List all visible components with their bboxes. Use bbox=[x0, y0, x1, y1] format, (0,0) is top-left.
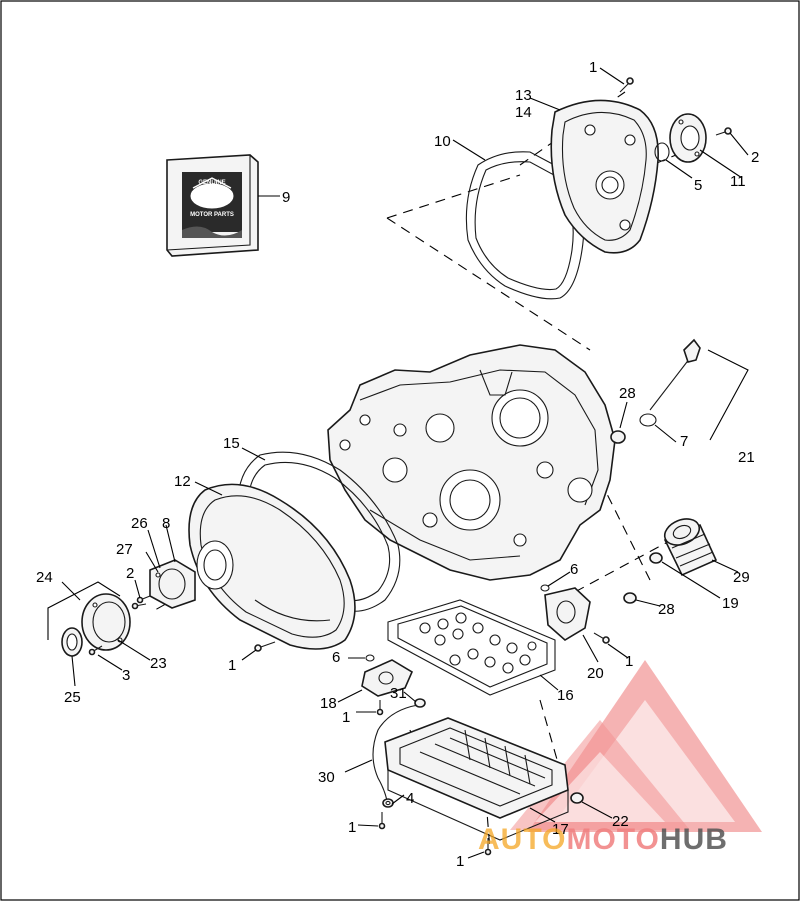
callout-31: 31 bbox=[390, 685, 407, 702]
drain-plug-22 bbox=[570, 792, 584, 804]
inspection-cover-27 bbox=[149, 559, 196, 609]
callout-7: 7 bbox=[680, 433, 688, 450]
callout-1-top: 1 bbox=[589, 59, 597, 76]
callout-21: 21 bbox=[738, 449, 755, 466]
callout-24: 24 bbox=[36, 569, 53, 586]
watermark-moto: MOTO bbox=[566, 823, 659, 856]
screw-1-pump bbox=[593, 632, 610, 644]
crankcase bbox=[327, 344, 616, 581]
callout-3: 3 bbox=[122, 667, 130, 684]
callout-30: 30 bbox=[318, 769, 335, 786]
callout-22: 22 bbox=[612, 813, 629, 830]
plug-28-top bbox=[610, 430, 626, 444]
screw-1-top bbox=[619, 77, 634, 93]
watermark-auto: AUTO bbox=[478, 823, 566, 856]
callout-11: 11 bbox=[730, 173, 746, 190]
fitting-31 bbox=[414, 698, 426, 708]
watermark-text: AUTOMOTOHUB bbox=[478, 823, 728, 856]
callout-2-left: 2 bbox=[126, 565, 134, 582]
callout-1-pan-bottom: 1 bbox=[456, 853, 464, 870]
o-ring-5 bbox=[654, 142, 670, 162]
oil-pan-gasket-16 bbox=[387, 599, 556, 696]
oil-pan-17 bbox=[384, 717, 569, 841]
callout-16: 16 bbox=[557, 687, 574, 704]
screw-1-sender bbox=[376, 700, 384, 716]
screw-1-pan-bottom bbox=[484, 838, 492, 856]
callout-4: 4 bbox=[406, 790, 414, 807]
sender-18 bbox=[361, 659, 414, 697]
book-label-genuine: GENUINE bbox=[198, 180, 225, 186]
callout-14: 14 bbox=[515, 104, 532, 121]
callout-25: 25 bbox=[64, 689, 81, 706]
callout-20: 20 bbox=[587, 665, 604, 682]
watermark-logo bbox=[510, 660, 762, 832]
screw-3 bbox=[88, 645, 103, 656]
callout-15: 15 bbox=[223, 435, 240, 452]
callout-26: 26 bbox=[131, 515, 148, 532]
callout-13: 13 bbox=[515, 87, 532, 104]
callout-1-left: 1 bbox=[228, 657, 236, 674]
callout-8: 8 bbox=[162, 515, 170, 532]
seal-11 bbox=[669, 113, 707, 163]
callout-28-bottom: 28 bbox=[658, 601, 675, 618]
callout-6-left: 6 bbox=[332, 649, 340, 666]
callout-1-sender: 1 bbox=[342, 709, 350, 726]
callout-19: 19 bbox=[722, 595, 739, 612]
screws-2-left bbox=[131, 595, 151, 610]
callout-29: 29 bbox=[733, 569, 750, 586]
o-ring-6-right bbox=[540, 584, 550, 592]
primary-cover bbox=[188, 483, 356, 650]
screw-1-left bbox=[254, 641, 276, 652]
oil-line-30 bbox=[372, 704, 419, 807]
washer-4 bbox=[382, 798, 394, 808]
derby-cover-23 bbox=[81, 593, 131, 651]
callout-1-pan-left: 1 bbox=[348, 819, 356, 836]
cam-cover bbox=[550, 99, 659, 254]
o-ring-6-left bbox=[365, 654, 375, 662]
parts-book: GENUINE MOTOR PARTS bbox=[166, 154, 280, 257]
callout-12: 12 bbox=[174, 473, 191, 490]
book-label-motor-parts: MOTOR PARTS bbox=[190, 212, 234, 218]
plug-28-bottom bbox=[623, 592, 637, 604]
nipple-19 bbox=[649, 552, 663, 564]
callout-2-top: 2 bbox=[751, 149, 759, 166]
oil-pump-20 bbox=[544, 587, 591, 641]
o-ring-25 bbox=[61, 627, 83, 657]
leader-lines bbox=[61, 67, 749, 859]
callouts: 1 13 14 10 2 5 11 9 28 7 21 15 12 26 8 2… bbox=[36, 59, 759, 870]
callout-18: 18 bbox=[320, 695, 337, 712]
screw-2-top bbox=[715, 127, 732, 136]
bracket-24 bbox=[47, 581, 121, 640]
callout-5: 5 bbox=[694, 177, 702, 194]
callout-17: 17 bbox=[552, 821, 569, 838]
callout-10: 10 bbox=[434, 133, 451, 150]
screw-1-pan-left bbox=[378, 812, 386, 830]
callout-9: 9 bbox=[282, 189, 290, 206]
watermark-hub: HUB bbox=[660, 823, 728, 856]
callout-23: 23 bbox=[150, 655, 167, 672]
dipstick-21 bbox=[639, 338, 749, 441]
gasket-10 bbox=[465, 151, 585, 300]
callout-6-right: 6 bbox=[570, 561, 578, 578]
callout-27: 27 bbox=[116, 541, 133, 558]
svg-text:AUTOMOTOHUB: AUTOMOTOHUB bbox=[478, 823, 728, 856]
callout-1-pump: 1 bbox=[625, 653, 633, 670]
oil-filter-29 bbox=[663, 518, 718, 577]
callout-28-top: 28 bbox=[619, 385, 636, 402]
